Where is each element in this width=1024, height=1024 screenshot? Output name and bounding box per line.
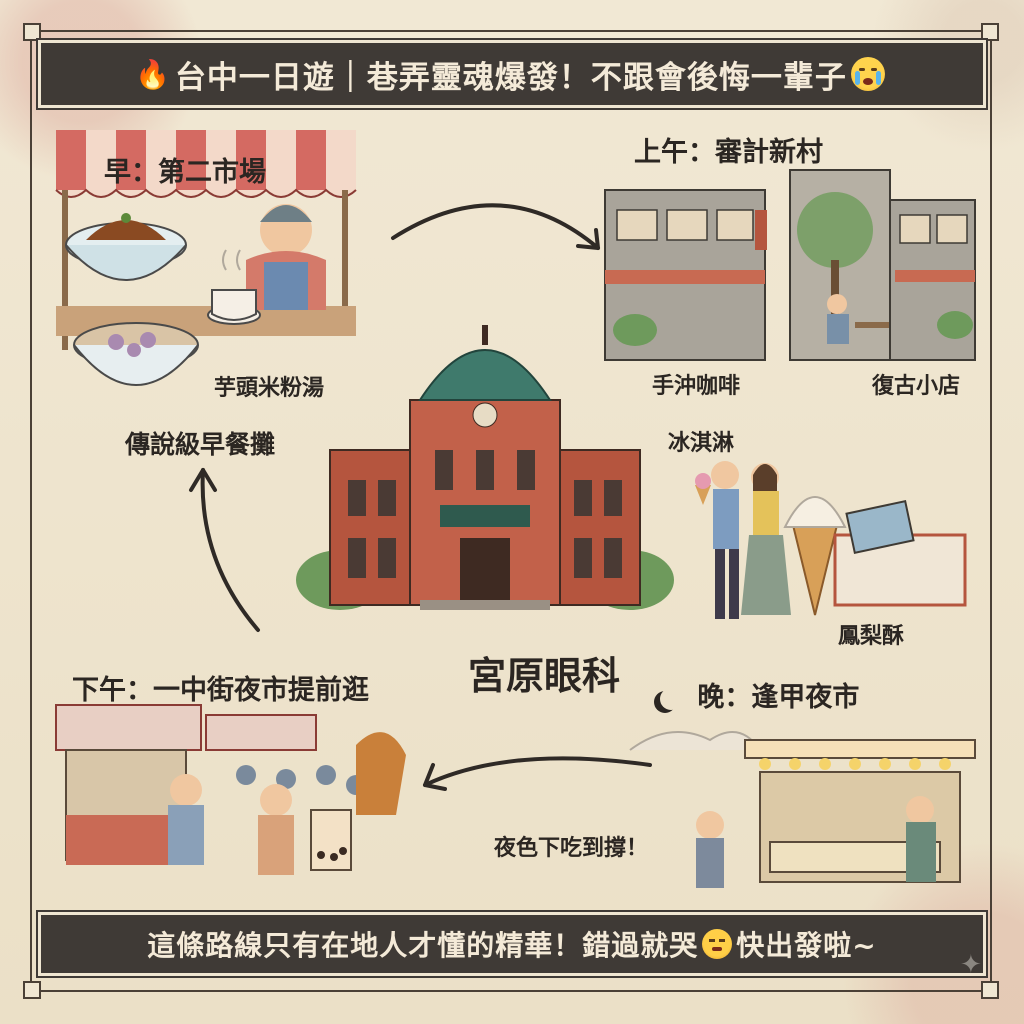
center-landmark-title: 宮原眼科 [468, 654, 621, 698]
page-title: 台中一日遊｜巷弄靈魂爆發！不跟會後悔一輩子 [174, 59, 847, 96]
morning-dish-label: 芋頭米粉湯 [214, 376, 325, 401]
fengjia-market-illustration [629, 731, 976, 888]
pineapple-cake-label: 鳳梨酥 [838, 624, 905, 649]
steaming-face-icon [702, 929, 733, 959]
evening-heading: 晚：逢甲夜市 [697, 682, 860, 713]
morning-caption: 傳說級早餐攤 [125, 430, 276, 459]
morning-heading: 早：第二市場 [104, 157, 266, 188]
yizhong-market-illustration [55, 704, 406, 875]
vintage-shop-label: 復古小店 [872, 374, 961, 399]
crying-face-icon [850, 57, 885, 91]
fire-icon: 🔥 [135, 57, 171, 91]
title-banner: 🔥 台中一日遊｜巷弄靈魂爆發！不跟會後悔一輩子 [36, 38, 988, 110]
market-breakfast-illustration [55, 130, 357, 386]
footer-banner: 這條路線只有在地人才懂的精華！錯過就哭 快出發啦~ [36, 910, 988, 978]
forenoon-heading: 上午：審計新村 [634, 137, 823, 168]
icecream-couple-illustration [695, 461, 967, 619]
footer-text-end: 快出發啦~ [736, 929, 877, 962]
coffee-label: 手沖咖啡 [652, 374, 741, 399]
evening-heading-wrap: 晚：逢甲夜市 [660, 675, 859, 714]
shenji-village-illustration [604, 169, 976, 361]
miyahara-building-illustration [296, 325, 674, 610]
moon-icon [660, 688, 682, 710]
footer-text-start: 這條路線只有在地人才懂的精華！錯過就哭 [147, 929, 699, 962]
evening-caption: 夜色下吃到撐！ [494, 836, 649, 861]
icecream-label: 冰淇淋 [668, 431, 735, 456]
sparkle-icon: ✦ [960, 950, 982, 980]
decorative-frame [23, 23, 999, 999]
afternoon-heading: 下午：一中街夜市提前逛 [72, 675, 369, 706]
